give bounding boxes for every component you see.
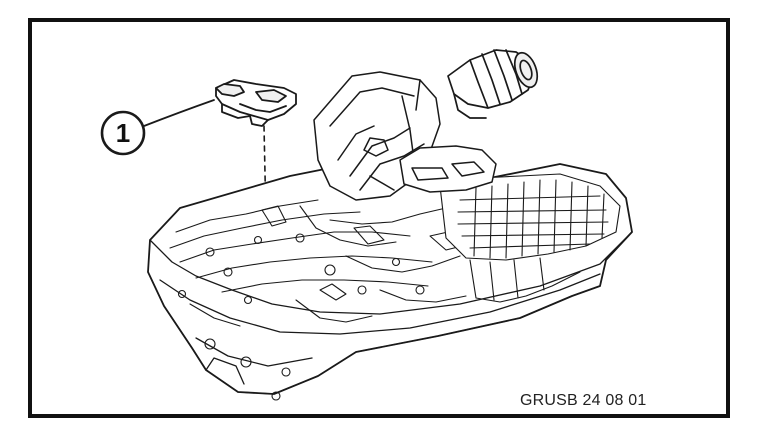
hydraulic-channels xyxy=(169,199,467,401)
detached-part-1 xyxy=(215,79,297,127)
connector-housing xyxy=(399,145,497,193)
solenoid-block xyxy=(439,173,621,303)
figure-reference-code: GRUSB 24 08 01 xyxy=(520,392,647,409)
callout-marker xyxy=(100,99,215,156)
callout-number: 1 xyxy=(115,117,131,148)
electrical-plug xyxy=(447,49,539,119)
